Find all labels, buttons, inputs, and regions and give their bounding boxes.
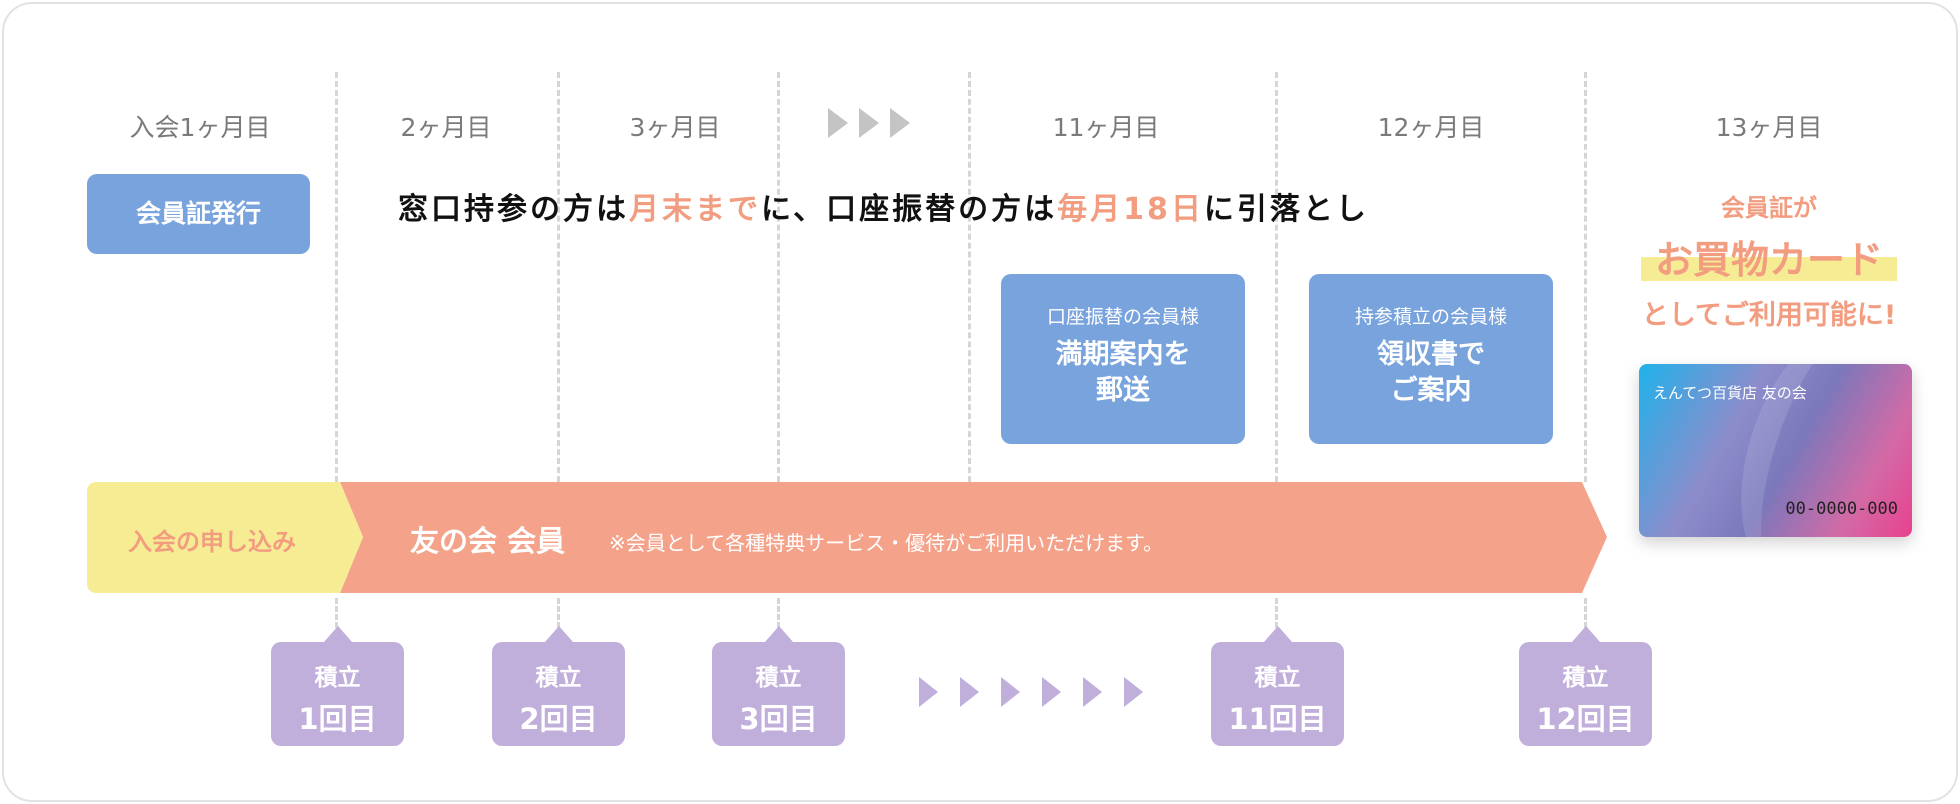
notice-main: ご案内 [1390,375,1472,406]
promo-highlight: お買物カード [1654,238,1883,282]
savings-label: 積立 [535,665,582,691]
divider [1275,598,1278,628]
savings-badge: 積立 1回目 [271,626,404,746]
savings-count: 12回目 [1536,702,1635,736]
continuation-arrows-icon [828,108,921,142]
notice-main: 郵送 [1096,375,1150,406]
divider [335,72,338,482]
apply-arrow [87,482,363,593]
card-promo: 会員証が お買物カード としてご利用可能に! [1609,188,1929,332]
month-label: 入会1ヶ月目 [129,113,271,142]
savings-badge: 積立 2回目 [492,626,625,746]
membership-banner [87,482,1607,593]
headline-text: に引落とし [1203,192,1369,227]
headline-highlight: 月末まで [629,192,761,227]
promo-line: としてご利用可能に! [1641,300,1897,331]
savings-count: 2回目 [519,702,598,736]
member-card-image: えんてつ百貨店 友の会 00-0000-000 [1639,364,1912,537]
notice-sub: 持参積立の会員様 [1354,306,1507,328]
apply-label: 入会の申し込み [128,528,296,556]
divider [777,598,780,628]
savings-badge: 積立 11回目 [1211,626,1344,746]
savings-label: 積立 [755,665,802,691]
divider [968,72,971,482]
card-number: 00-0000-000 [1785,499,1898,519]
month-label: 12ヶ月目 [1377,113,1485,142]
divider [777,72,780,482]
payment-headline: 窓口持参の方は月末までに、口座振替の方は毎月18日に引落とし [398,184,1369,228]
divider [557,72,560,482]
savings-count: 1回目 [298,702,377,736]
member-note: ※会員として各種特典サービス・優待がご利用いただけます。 [609,531,1164,555]
divider [1275,72,1278,482]
member-arrow [340,482,1607,593]
notice-box-counter: 持参積立の会員様 領収書で ご案内 [1309,274,1553,444]
card-issue-box: 会員証発行 [87,174,310,254]
promo-line: 会員証が [1721,194,1817,222]
card-name: えんてつ百貨店 友の会 [1653,384,1807,402]
notice-sub: 口座振替の会員様 [1046,306,1199,328]
savings-badge: 積立 12回目 [1519,626,1652,746]
headline-highlight: 毎月18日 [1057,192,1204,227]
continuation-arrows-icon [919,677,1165,711]
savings-label: 積立 [314,665,361,691]
notice-main: 領収書で [1377,339,1485,370]
savings-label: 積立 [1254,665,1301,691]
savings-count: 11回目 [1228,702,1327,736]
month-label: 3ヶ月目 [629,113,721,142]
divider [557,598,560,628]
savings-label: 積立 [1562,665,1609,691]
headline-text: 窓口持参の方は [398,192,629,227]
month-label: 13ヶ月目 [1715,113,1823,142]
divider [1584,598,1587,628]
notice-box-transfer: 口座振替の会員様 満期案内を 郵送 [1001,274,1245,444]
divider [335,598,338,628]
notice-main: 満期案内を [1055,339,1191,370]
headline-text: に、口座振替の方は [761,192,1058,227]
member-label: 友の会 会員 [410,524,566,558]
month-label: 11ヶ月目 [1052,113,1160,142]
month-label: 2ヶ月目 [400,113,492,142]
savings-count: 3回目 [739,702,818,736]
divider [1584,72,1587,482]
savings-badge: 積立 3回目 [712,626,845,746]
